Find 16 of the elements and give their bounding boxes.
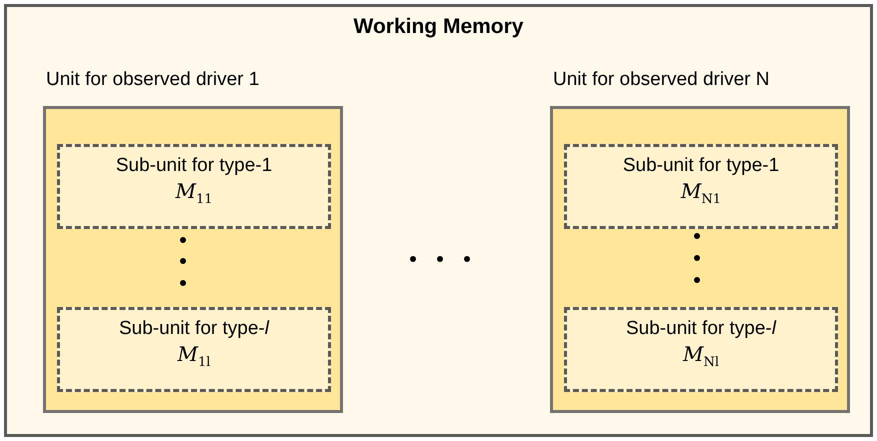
- sub-unit-label: Sub-unit for type-l: [625, 318, 778, 340]
- math-symbol: M$_{11}$: [174, 179, 214, 207]
- math-symbol: M$_{Nl}$: [682, 342, 720, 370]
- sub-unit-label: Sub-unit for type-1: [114, 155, 274, 177]
- memory-panel: [4, 4, 873, 437]
- unit-label: Unit for observed driver 1: [46, 69, 260, 91]
- panel-title: Working Memory: [352, 15, 524, 39]
- sub-unit-box: [57, 144, 331, 229]
- sub-unit-box: [57, 307, 331, 392]
- sub-unit-box: [564, 307, 838, 392]
- math-symbol: M$_{N1}$: [680, 179, 722, 207]
- sub-unit-box: [564, 144, 838, 229]
- unit-label: Unit for observed driver N: [553, 69, 770, 91]
- math-symbol: M$_{1l}$: [176, 342, 212, 370]
- sub-unit-label: Sub-unit for type-1: [622, 155, 780, 177]
- sub-unit-label: Sub-unit for type-l: [118, 318, 270, 340]
